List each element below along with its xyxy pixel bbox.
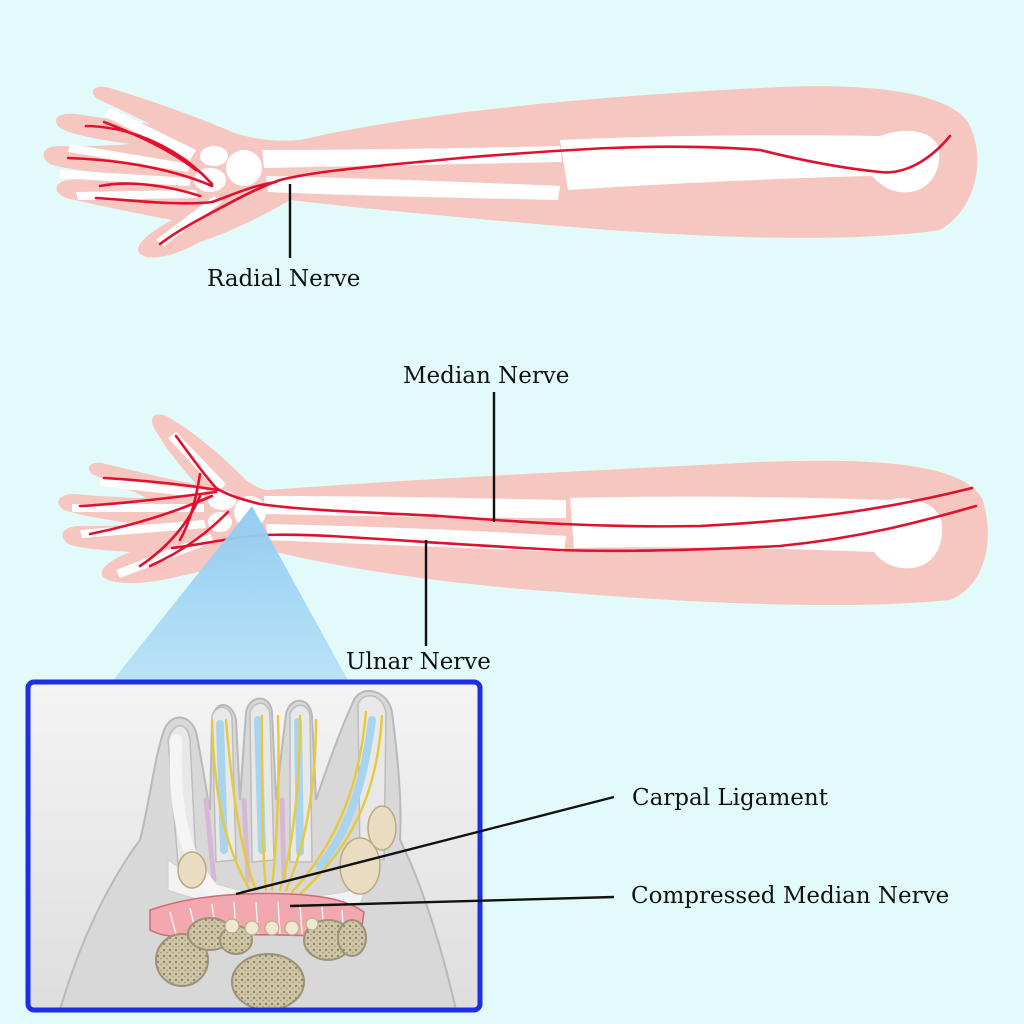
upper-arm-bones [60,108,940,246]
median-nerve-label: Median Nerve [403,363,570,389]
radial-nerve-label: Radial Nerve [207,266,361,292]
inset-nerves [210,710,384,896]
radial-nerve-path [66,120,952,246]
inset-thumb-tendon [169,734,226,902]
upper-arm-illustration [43,86,978,258]
zoom-cone [110,506,350,684]
carpal-tunnel-inset [25,679,483,1013]
inset-bone-cross-sections [155,917,367,1008]
carpal-ligament-label: Carpal Ligament [632,785,828,811]
upper-arm-skin [43,86,978,258]
lower-arm-illustration [58,392,988,646]
inset-tendons [216,716,376,870]
compressed-median-nerve-label: Compressed Median Nerve [631,883,950,909]
inset-frame [25,679,483,1013]
compressed-median-nerve-leader-line [289,895,615,908]
ulnar-nerve-label: Ulnar Nerve [346,649,491,675]
inset-carpal-bones [177,805,397,895]
carpal-ligament-leader-line [235,795,615,896]
